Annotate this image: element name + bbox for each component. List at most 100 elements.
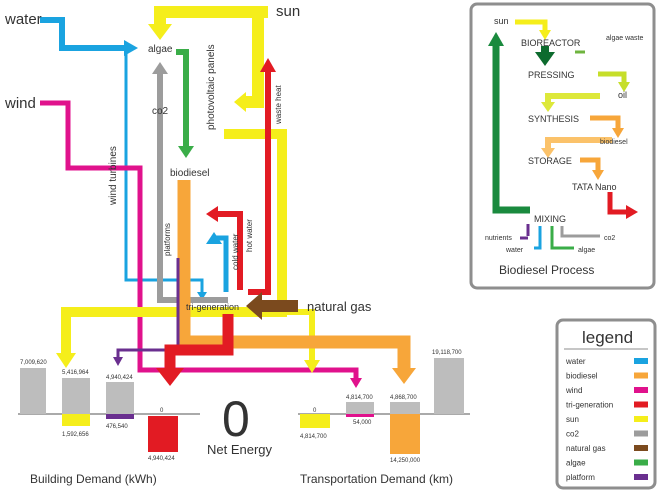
process-co2-label: co2 xyxy=(604,235,615,242)
biodiesel-node-label: biodiesel xyxy=(170,168,209,179)
legend-title: legend xyxy=(582,328,633,347)
legend-item-label: algae xyxy=(566,459,586,468)
cold-water-arrowhead xyxy=(206,232,222,244)
transport-wind-bar-bottom xyxy=(346,414,374,417)
process-tata-label: TATA Nano xyxy=(572,182,617,192)
process-sun-label: sun xyxy=(494,16,509,26)
algae-flow xyxy=(176,49,189,148)
legend-item-label: co2 xyxy=(566,430,579,439)
transport-bars xyxy=(300,358,464,454)
transport-demand-bar xyxy=(434,358,464,414)
process-bioreactor-label: BIOREACTOR xyxy=(521,38,581,48)
legend-item-swatch xyxy=(634,474,648,480)
waste-heat-flow xyxy=(248,72,271,295)
building-wind-top-value: 4,940,424 xyxy=(106,375,133,381)
legend-item-label: sun xyxy=(566,415,579,424)
legend-item-label: natural gas xyxy=(566,444,606,453)
legend-item-swatch xyxy=(634,445,648,451)
building-solar-bottom-value: 1,592,656 xyxy=(62,432,89,438)
platform-flow xyxy=(116,258,180,358)
legend-item-swatch xyxy=(634,401,648,408)
trigeneration-node-label: tri-generation xyxy=(186,302,239,312)
legend-item-swatch xyxy=(634,459,648,466)
wind-flow xyxy=(40,100,359,380)
photovoltaic-building-arrowhead xyxy=(56,353,76,368)
transport-demand-value: 19,118,700 xyxy=(432,350,462,356)
transport-biodiesel-bar-top xyxy=(390,402,420,414)
transport-demand-title: Transportation Demand (km) xyxy=(300,472,453,486)
wind-turbines-label: wind turbines xyxy=(108,146,119,206)
building-demand-value: 7,009,620 xyxy=(20,360,47,366)
building-solar-top-value: 5,416,964 xyxy=(62,370,89,376)
transport-wind-top-value: 4,814,700 xyxy=(346,395,373,401)
building-trigen-bar-bottom xyxy=(148,416,178,452)
building-solar-bar-top xyxy=(62,378,90,414)
water-label: water xyxy=(4,11,42,28)
sun-label: sun xyxy=(276,3,300,20)
legend-item-swatch xyxy=(634,430,648,437)
co2-flow-arrowhead xyxy=(152,62,168,74)
process-water-label: water xyxy=(505,247,524,254)
transport-wind-bottom-value: 54,000 xyxy=(353,420,372,426)
platform-flow-arrowhead xyxy=(113,357,123,366)
cold-water-flow xyxy=(211,235,229,292)
biodiesel-process-panel: sun BIOREACTOR algae waste PRESSING oil … xyxy=(469,2,656,290)
sun-to-panels-flow xyxy=(244,12,264,108)
hot-water-arrowhead xyxy=(206,206,218,222)
building-solar-bar-bottom xyxy=(62,414,90,426)
waste-heat-arrowhead xyxy=(260,58,276,72)
hot-water-label: hot water xyxy=(245,219,254,252)
water-to-trigen-flow xyxy=(124,48,204,294)
process-oil-label: oil xyxy=(618,90,627,100)
transport-biodiesel-top-value: 4,868,700 xyxy=(390,395,417,401)
transport-solar-bottom-value: 4,814,700 xyxy=(300,434,327,440)
building-wind-bar-top xyxy=(106,382,134,414)
process-biodiesel-label: biodiesel xyxy=(600,139,628,146)
cold-water-label: cold water xyxy=(231,233,240,270)
trigeneration-arrowhead xyxy=(156,368,184,386)
sun-flow xyxy=(154,6,268,26)
building-wind-bar-bottom xyxy=(106,414,134,419)
sun-flow-arrowhead xyxy=(148,24,172,40)
building-demand-bar xyxy=(20,368,46,414)
legend-item-label: platform xyxy=(566,473,595,482)
process-pressing-label: PRESSING xyxy=(528,70,575,80)
legend-item-label: water xyxy=(565,357,586,366)
wind-label: wind xyxy=(4,95,36,112)
wind-flow-arrowhead xyxy=(350,378,362,388)
platforms-label: platforms xyxy=(163,223,172,256)
process-title: Biodiesel Process xyxy=(499,263,594,277)
natural-gas-label: natural gas xyxy=(307,299,372,314)
building-bars xyxy=(20,368,178,452)
transport-biodiesel-bar-bottom xyxy=(390,414,420,454)
process-algae-waste-label: algae waste xyxy=(606,35,643,42)
process-mixing-label: MIXING xyxy=(534,214,566,224)
photovoltaic-label: photovoltaic panels xyxy=(206,44,217,130)
transport-biodiesel-bottom-value: 14,250,000 xyxy=(390,458,421,464)
legend-item-swatch xyxy=(634,358,648,364)
legend-item-swatch xyxy=(634,387,648,393)
water-trigen-arrowhead xyxy=(197,292,207,300)
hot-water-flow xyxy=(216,211,243,290)
water-flow xyxy=(40,17,126,51)
building-trigen-bottom-value: 4,940,424 xyxy=(148,456,175,462)
process-synthesis-label: SYNTHESIS xyxy=(528,114,579,124)
net-energy-label: Net Energy xyxy=(207,442,273,457)
process-nutrients-label: nutrients xyxy=(485,235,512,242)
transport-solar-bar-bottom xyxy=(300,414,330,428)
process-storage-label: STORAGE xyxy=(528,156,572,166)
algae-node-label: algae xyxy=(148,44,173,55)
legend-item-label: tri-generation xyxy=(566,401,613,410)
legend-item-swatch xyxy=(634,372,648,379)
photovoltaic-transport-arrowhead xyxy=(304,360,320,373)
co2-flow xyxy=(157,72,228,303)
legend-panel: legend water biodiesel wind tri-generation s… xyxy=(555,318,657,490)
legend-item-label: biodiesel xyxy=(566,372,598,381)
net-energy-value: 0 xyxy=(222,391,250,447)
building-demand-title: Building Demand (kWh) xyxy=(30,472,157,486)
co2-node-label: co2 xyxy=(152,106,169,117)
transport-wind-bar-top xyxy=(346,402,374,414)
legend-item-swatch xyxy=(634,416,648,422)
legend-item-label: wind xyxy=(565,386,582,395)
